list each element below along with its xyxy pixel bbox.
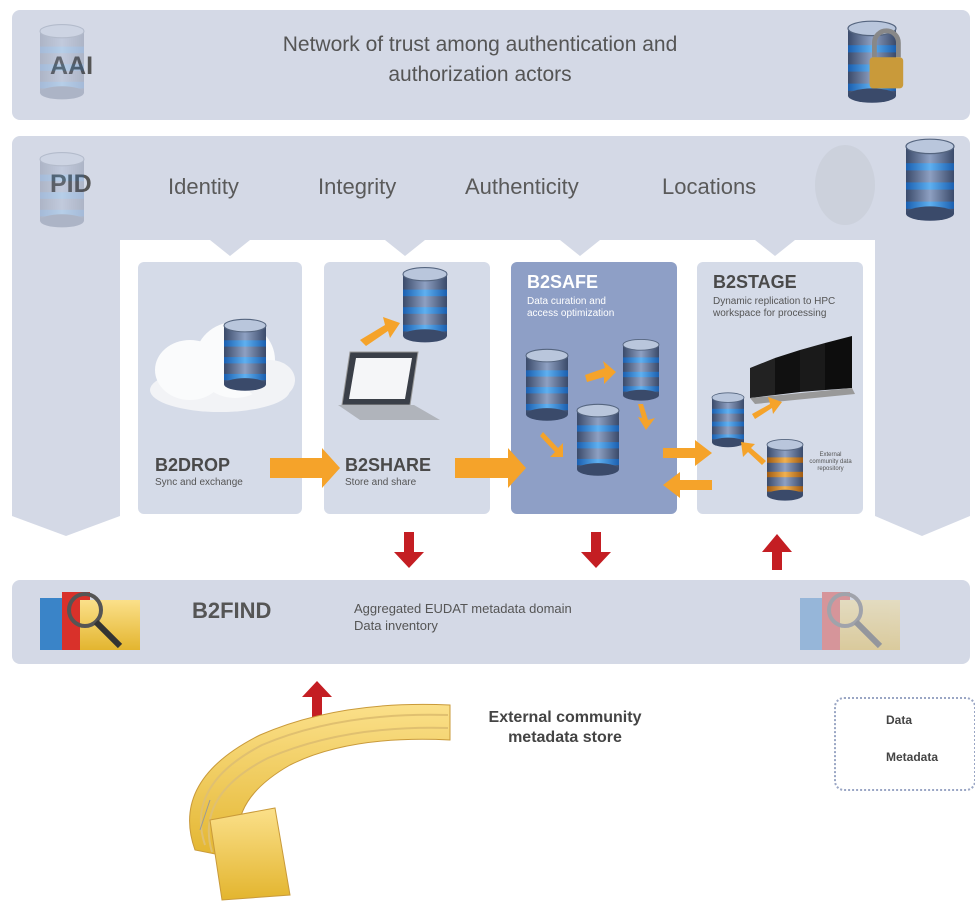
b2stage-title: B2STAGE: [713, 272, 797, 292]
cloud-icon: [150, 322, 295, 412]
b2safe-db-icon-2: [622, 338, 660, 402]
b2safe-cycle-arrows: [540, 361, 655, 457]
pid-db-icon-faded: [39, 152, 85, 228]
pid-notches: [12, 240, 970, 536]
external-repository-db-icon: [766, 438, 804, 502]
b2safe-db-icon-1: [525, 348, 569, 422]
laptop-icon: [338, 351, 440, 420]
pid-db-icon: [905, 138, 955, 222]
b2stage-db-icon: [711, 392, 745, 448]
b2find-desc: Aggregated EUDAT metadata domain Data in…: [354, 600, 572, 634]
pid-term-identity: Identity: [168, 174, 239, 199]
b2share-db-icon: [402, 267, 448, 343]
aai-description: Network of trust among authentication an…: [282, 33, 678, 86]
b2find-desc-line2: Data inventory: [354, 618, 438, 633]
external-store-line1: External community: [488, 709, 642, 726]
b2drop-desc: Sync and exchange: [155, 477, 243, 488]
metadata-store-folders-icon: [189, 703, 451, 901]
b2stage-repo-note: External community data repository: [809, 452, 852, 472]
b2safe-db-icon-3: [576, 403, 620, 477]
b2drop-title: B2DROP: [155, 455, 231, 475]
b2find-title: B2FIND: [192, 598, 272, 623]
aai-db-icon-faded: [39, 24, 85, 100]
b2safe-desc: Data curation and access optimization: [527, 296, 615, 319]
pid-term-locations: Locations: [662, 174, 757, 199]
b2safe-title: B2SAFE: [527, 272, 599, 292]
legend-data-label: Data: [886, 713, 913, 727]
legend-metadata-label: Metadata: [886, 750, 939, 764]
b2share-title: B2SHARE: [345, 455, 432, 475]
b2share-upload-arrow: [360, 317, 400, 346]
aai-lock-db-icon: [847, 20, 904, 104]
fingerprint-icon: [815, 145, 875, 225]
b2find-folders-icon: [40, 592, 140, 650]
b2share-desc: Store and share: [345, 477, 417, 488]
pid-term-integrity: Integrity: [318, 174, 397, 199]
repo-to-db-arrow: [741, 442, 766, 465]
hpc-server-icon: [750, 336, 855, 404]
metadata-arrows: [302, 532, 792, 717]
b2find-folders-icon-faded: [800, 592, 900, 650]
b2stage-desc: Dynamic replication to HPC workspace for…: [713, 296, 836, 319]
b2stage-to-hpc-arrow: [752, 397, 782, 419]
b2drop-db-icon: [223, 318, 267, 392]
aai-band: [12, 10, 970, 120]
external-store-label: External community metadata store: [450, 708, 680, 748]
pid-term-authenticity: Authenticity: [465, 174, 579, 199]
legend: [834, 697, 975, 791]
external-store-line2: metadata store: [508, 729, 622, 746]
horizontal-data-arrows: [270, 440, 712, 498]
b2find-band: [12, 580, 970, 664]
b2find-desc-line1: Aggregated EUDAT metadata domain: [354, 601, 572, 616]
